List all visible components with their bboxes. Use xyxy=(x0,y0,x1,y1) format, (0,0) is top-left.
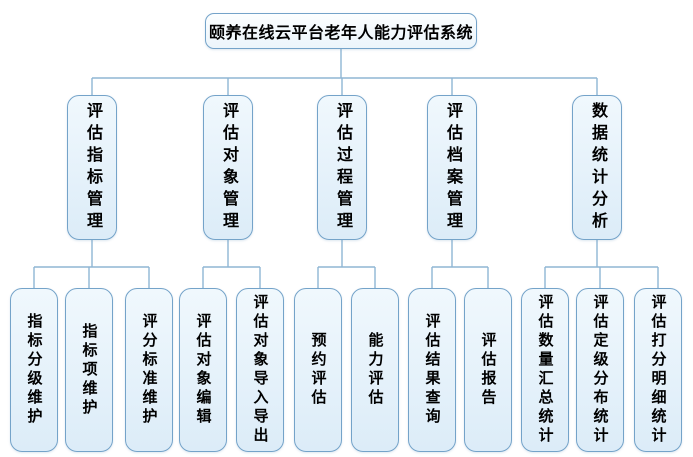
leaf-node-label: 评估数量汇总统计 xyxy=(536,294,554,446)
connector-group-2 xyxy=(202,240,261,288)
root-node-label: 颐养在线云平台老年人能力评估系统 xyxy=(208,25,473,42)
leaf-node-grading-distribution-statistics: 评估定级分布统计 xyxy=(576,288,624,452)
leaf-node-indicator-grade-maintenance: 指标分级维护 xyxy=(10,288,58,452)
leaf-node-scoring-standard-maintenance: 评分标准维护 xyxy=(125,288,173,452)
leaf-node-label: 评估结果查询 xyxy=(423,313,441,427)
leaf-node-scoring-detail-statistics: 评估打分明细统计 xyxy=(634,288,682,452)
leaf-node-result-query: 评估结果查询 xyxy=(408,288,456,452)
leaf-node-label: 指标分级维护 xyxy=(25,313,43,427)
connector-group-5 xyxy=(544,240,659,288)
branch-node-label: 评估对象管理 xyxy=(220,101,237,234)
leaf-node-label: 评估定级分布统计 xyxy=(591,294,609,446)
leaf-node-indicator-item-maintenance: 指标项维护 xyxy=(65,288,113,452)
leaf-node-label: 评估对象导入导出 xyxy=(251,294,269,446)
leaf-node-label: 评估报告 xyxy=(479,332,497,408)
root-node-system-title: 颐养在线云平台老年人能力评估系统 xyxy=(205,13,477,49)
leaf-node-label: 预约评估 xyxy=(309,332,327,408)
leaf-node-ability-assessment: 能力评估 xyxy=(351,288,399,452)
connector-group-4 xyxy=(431,240,489,288)
leaf-node-label: 指标项维护 xyxy=(80,322,98,418)
branch-node-label: 评估指标管理 xyxy=(84,101,101,234)
leaf-node-assessment-report: 评估报告 xyxy=(464,288,512,452)
leaf-node-object-import-export: 评估对象导入导出 xyxy=(236,288,284,452)
leaf-node-label: 评估对象编辑 xyxy=(194,313,212,427)
branch-node-process-management: 评估过程管理 xyxy=(317,95,367,240)
connector-group-3 xyxy=(317,240,376,288)
leaf-node-quantity-summary-statistics: 评估数量汇总统计 xyxy=(521,288,569,452)
branch-node-label: 数据统计分析 xyxy=(589,101,606,234)
leaf-node-label: 能力评估 xyxy=(366,332,384,408)
leaf-node-label: 评估打分明细统计 xyxy=(649,294,667,446)
branch-node-indicator-management: 评估指标管理 xyxy=(67,95,117,240)
branch-node-data-statistics: 数据统计分析 xyxy=(572,95,622,240)
branch-node-object-management: 评估对象管理 xyxy=(203,95,253,240)
connector-root-bus xyxy=(91,49,598,95)
branch-node-label: 评估档案管理 xyxy=(444,101,461,234)
leaf-node-label: 评分标准维护 xyxy=(140,313,158,427)
leaf-node-object-edit: 评估对象编辑 xyxy=(179,288,227,452)
branch-node-label: 评估过程管理 xyxy=(334,101,351,234)
connector-group-1 xyxy=(33,240,150,288)
leaf-node-appointment-assessment: 预约评估 xyxy=(294,288,342,452)
branch-node-archive-management: 评估档案管理 xyxy=(427,95,477,240)
